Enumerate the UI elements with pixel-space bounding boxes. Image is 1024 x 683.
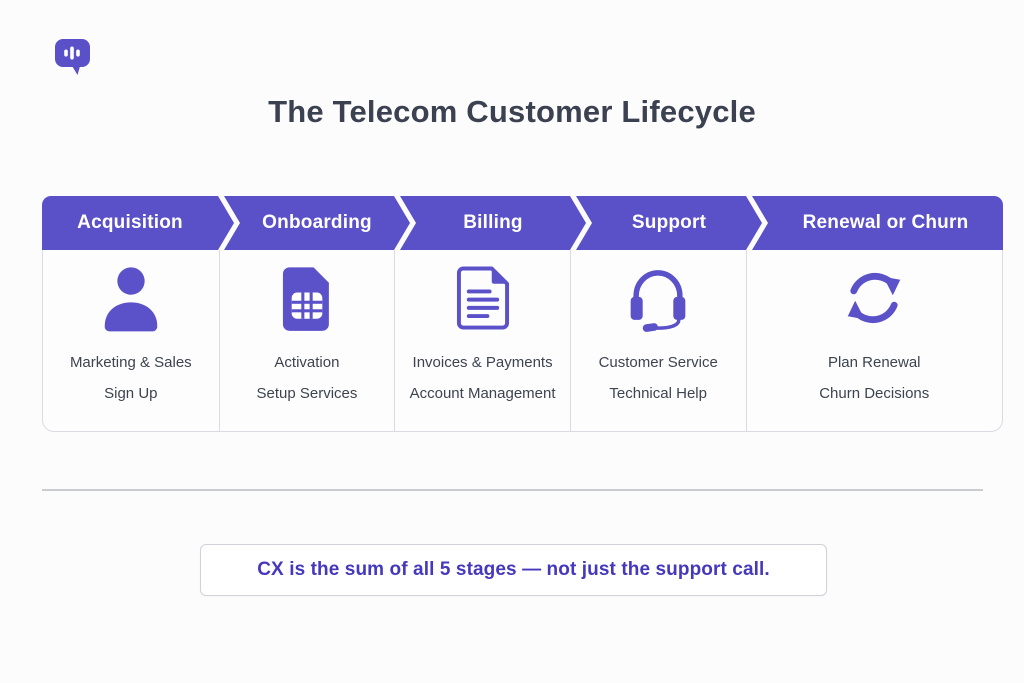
stage-line: Setup Services (256, 385, 358, 402)
stage-headers: Acquisition Onboarding Billing Support R… (42, 196, 1003, 250)
stage-line: Sign Up (104, 385, 158, 402)
stage-header-renewal: Renewal or Churn (752, 196, 1003, 250)
stage-card-support: Customer Service Technical Help (569, 250, 746, 431)
footnote-text: CX is the sum of all 5 stages — not just… (257, 559, 770, 580)
headset-icon (623, 263, 693, 333)
stage-cards: Marketing & Sales Sign Up Activation Set… (42, 250, 1003, 432)
lifecycle-band: Acquisition Onboarding Billing Support R… (42, 196, 1003, 432)
stage-header-support: Support (576, 196, 762, 250)
footnote-box: CX is the sum of all 5 stages — not just… (200, 544, 827, 596)
stage-line: Activation (274, 354, 340, 371)
stage-line: Plan Renewal (827, 354, 921, 371)
stage-header-billing: Billing (400, 196, 586, 250)
invoice-icon (448, 263, 518, 333)
stage-line: Marketing & Sales (69, 354, 192, 371)
person-icon (96, 263, 166, 333)
chat-bubble-logo-icon (52, 36, 92, 78)
stage-line: Customer Service (598, 354, 718, 371)
stage-line: Invoices & Payments (412, 354, 553, 371)
divider-line (42, 489, 983, 491)
stage-header-onboarding: Onboarding (224, 196, 410, 250)
stage-card-acquisition: Marketing & Sales Sign Up (43, 250, 219, 431)
stage-card-renewal: Plan Renewal Churn Decisions (745, 250, 1002, 431)
stage-line: Technical Help (609, 385, 707, 402)
sim-card-icon (272, 263, 342, 333)
stage-card-onboarding: Activation Setup Services (218, 250, 395, 431)
sync-icon (839, 263, 909, 333)
stage-header-acquisition: Acquisition (42, 196, 234, 250)
stage-line: Churn Decisions (819, 385, 930, 402)
stage-card-billing: Invoices & Payments Account Management (394, 250, 570, 431)
stage-line: Account Management (409, 385, 556, 402)
page-title: The Telecom Customer Lifecycle (268, 94, 756, 129)
